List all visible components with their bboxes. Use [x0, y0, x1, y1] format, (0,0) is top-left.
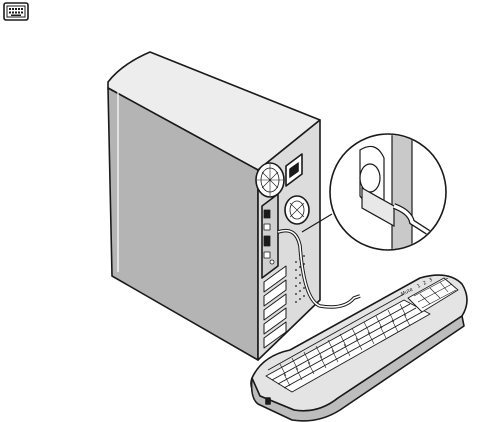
- computer-tower: [108, 52, 320, 360]
- rear-fan-lower: [285, 196, 309, 224]
- io-panel: [262, 194, 278, 278]
- zoom-callout: [330, 120, 446, 270]
- rear-fan-upper: [256, 163, 284, 197]
